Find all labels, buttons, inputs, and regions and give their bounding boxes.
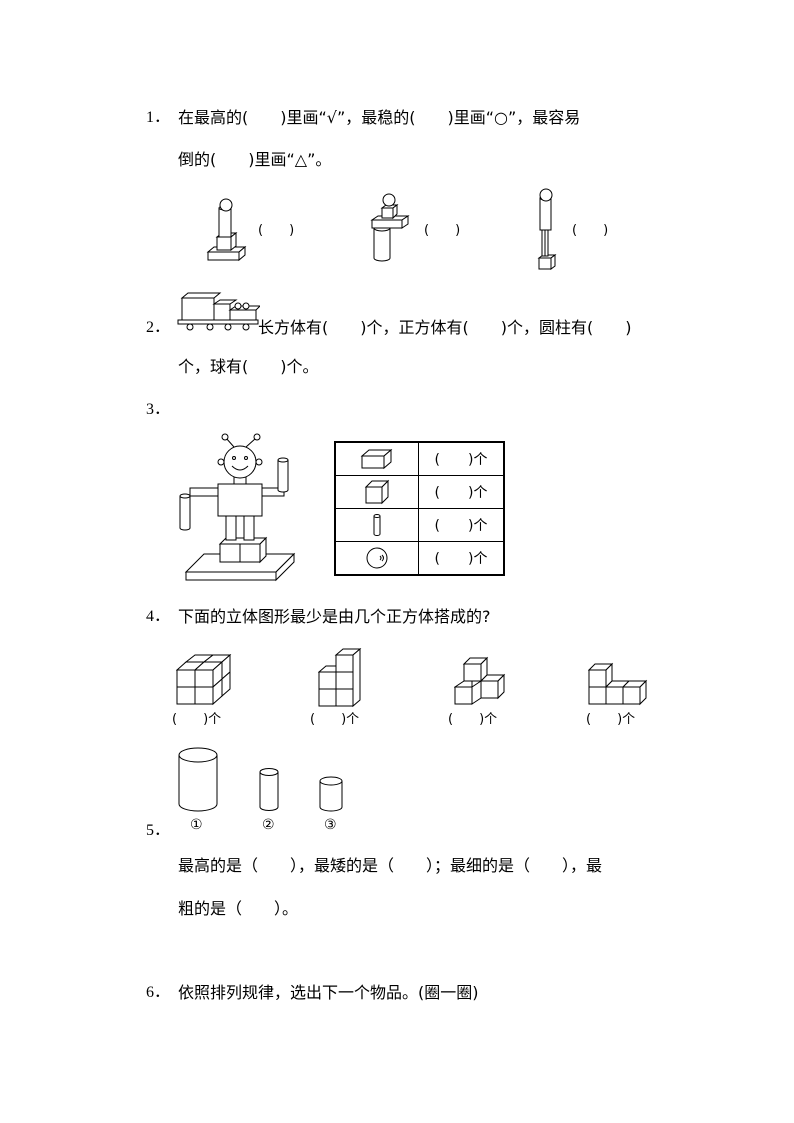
- q6-number: 6．: [146, 984, 171, 1001]
- cuboid-icon: [360, 448, 393, 470]
- q1-blank-3: ( ): [572, 223, 609, 238]
- table-row: ( )个: [334, 508, 505, 542]
- table-row: ( )个: [334, 475, 505, 509]
- q4-figure-2: [318, 648, 364, 708]
- q6-text: 依照排列规律，选出下一个物品。(圈一圈): [178, 983, 479, 1002]
- q5-label-2: ②: [262, 817, 275, 833]
- q3-count-table: ( )个 ( )个 ( )个 ( )个: [334, 441, 505, 576]
- q1-figure-2: [368, 192, 414, 266]
- q1-blank-2: ( ): [424, 223, 461, 238]
- q1-blank-1: ( ): [258, 223, 295, 238]
- q1-number: 1．: [146, 109, 171, 126]
- q5-cylinder-1: [177, 746, 219, 814]
- table-row: ( )个: [334, 441, 505, 476]
- q5-label-1: ①: [190, 817, 203, 833]
- q5-cylinder-3: [318, 776, 344, 814]
- q1-figure-1: [205, 196, 255, 266]
- q2-line2: 个，球有( )个。: [178, 357, 319, 376]
- q4-blank-3: ( )个: [448, 712, 498, 727]
- q4-blank-4: ( )个: [586, 712, 636, 727]
- q4-blank-2: ( )个: [310, 712, 360, 727]
- q4-figure-4: [588, 662, 650, 706]
- q3-blank-2: ( )个: [418, 475, 505, 509]
- q1-line1: 在最高的( )里画“√”，最稳的( )里画“○”，最容易: [178, 108, 581, 127]
- q1-line2: 倒的( )里画“△”。: [178, 150, 332, 169]
- q3-number: 3．: [146, 401, 171, 418]
- cube-icon: [364, 479, 390, 505]
- q4-figure-3: [454, 656, 510, 708]
- table-row: ( )个: [334, 541, 505, 576]
- sphere-icon: [366, 547, 388, 569]
- q4-text: 下面的立体图形最少是由几个正方体搭成的?: [178, 607, 491, 626]
- q5-line1: 最高的是（ ），最矮的是（ ）；最细的是（ ），最: [178, 856, 603, 875]
- q4-blank-1: ( )个: [172, 712, 222, 727]
- q5-label-3: ③: [324, 817, 337, 833]
- q1-figure-3: [530, 188, 566, 272]
- q4-number: 4．: [146, 608, 171, 625]
- q5-line2: 粗的是（ ）。: [178, 899, 299, 918]
- q4-figure-1: [176, 654, 232, 708]
- q5-cylinder-2: [258, 767, 280, 813]
- q3-blank-1: ( )个: [418, 441, 505, 476]
- cylinder-icon: [373, 514, 381, 536]
- q3-robot-figure: [176, 430, 300, 588]
- q2-line1: 长方体有( )个，正方体有( )个，圆柱有( ): [258, 318, 632, 337]
- q2-train-figure: [176, 292, 260, 332]
- q5-number: 5．: [146, 822, 171, 839]
- q2-number: 2．: [146, 319, 171, 336]
- q3-blank-4: ( )个: [418, 541, 505, 576]
- q3-blank-3: ( )个: [418, 508, 505, 542]
